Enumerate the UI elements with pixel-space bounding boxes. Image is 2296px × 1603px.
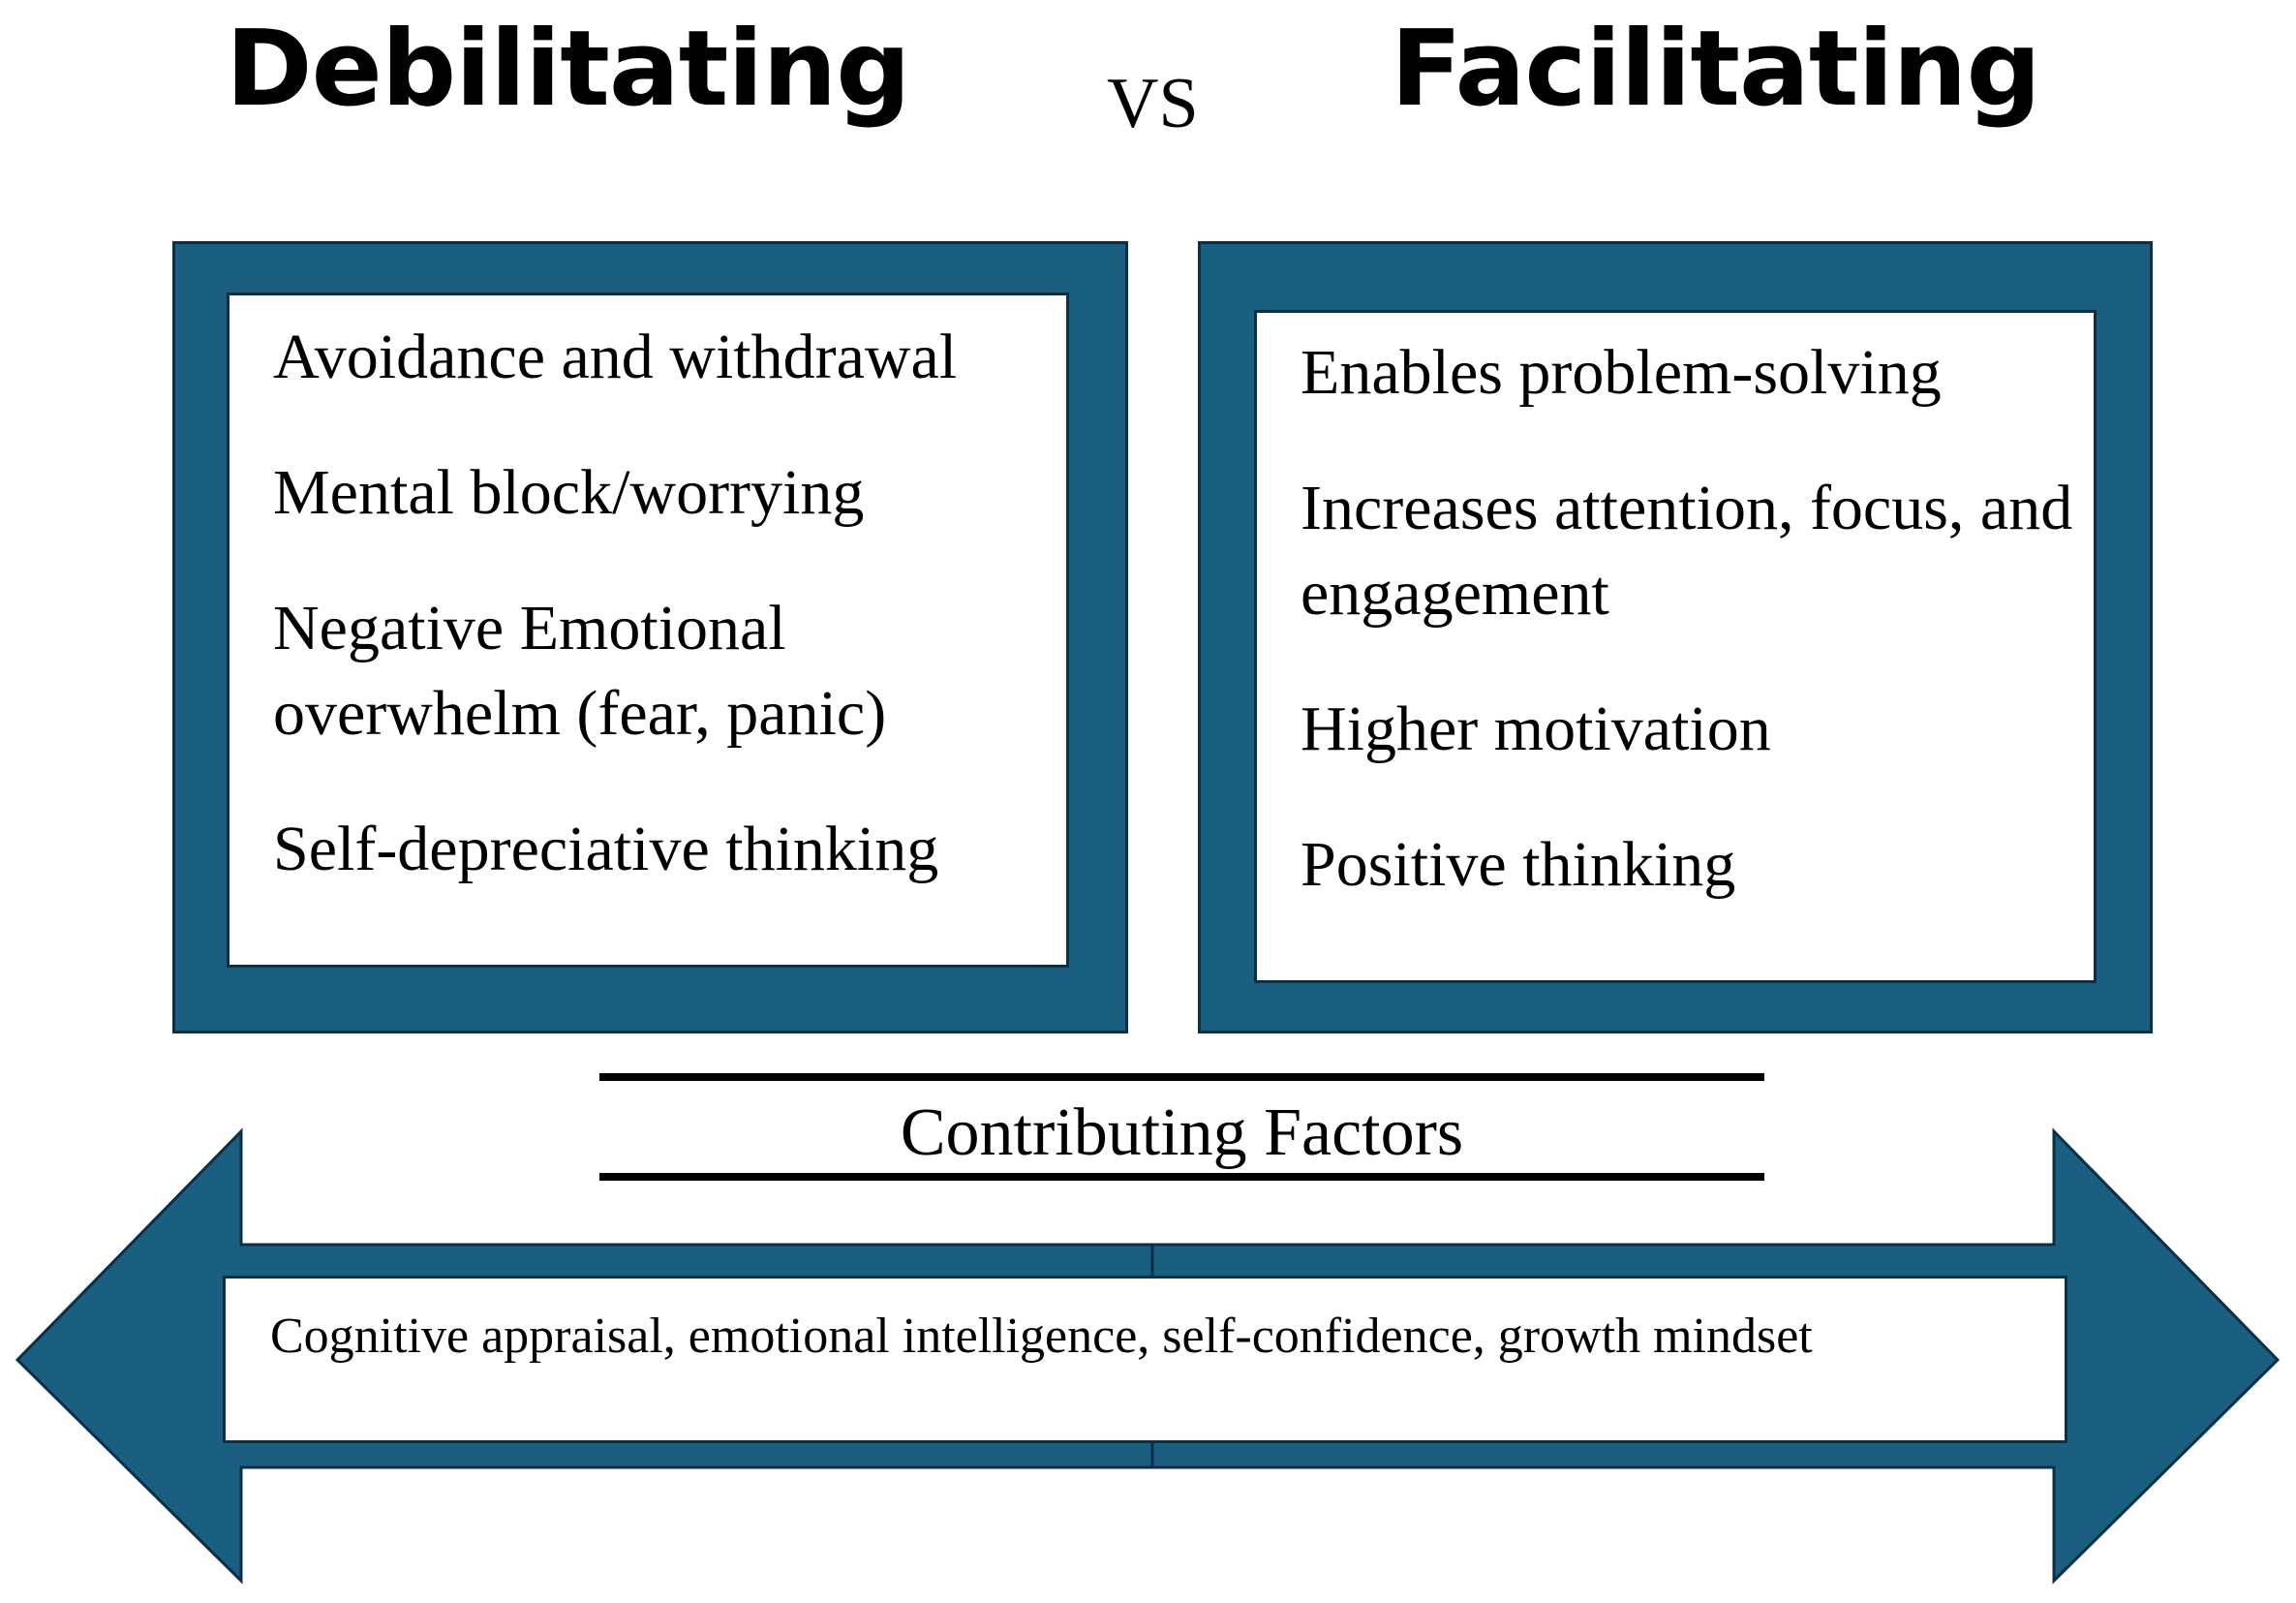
- facilitating-title: Facilitating: [1391, 9, 2041, 130]
- vs-label: VS: [1107, 64, 1199, 143]
- debilitating-item: Avoidance and withdrawal: [273, 322, 958, 392]
- debilitating-item: Mental block/worrying: [273, 457, 865, 528]
- debilitating-panel: Avoidance and withdrawal Mental block/wo…: [172, 241, 1128, 1033]
- facilitating-list-box: Enables problem-solving Increases attent…: [1254, 310, 2097, 983]
- debilitating-item: Self-depreciative thinking: [273, 814, 939, 884]
- facilitating-item: Increases attention, focus, and engageme…: [1301, 473, 2073, 629]
- facilitating-item: Positive thinking: [1301, 829, 1736, 900]
- factors-top-rule: [599, 1073, 1764, 1081]
- contributing-factors-title: Contributing Factors: [900, 1095, 1464, 1170]
- debilitating-list-box: Avoidance and withdrawal Mental block/wo…: [227, 293, 1069, 968]
- facilitating-list: Enables problem-solving Increases attent…: [1301, 330, 2074, 908]
- factors-bottom-rule: [599, 1173, 1764, 1181]
- facilitating-item: Higher motivation: [1301, 694, 1771, 764]
- debilitating-item: Negative Emotional overwhelm (fear, pani…: [273, 593, 887, 749]
- facilitating-panel: Enables problem-solving Increases attent…: [1198, 241, 2153, 1033]
- facilitating-item: Enables problem-solving: [1301, 337, 1942, 408]
- debilitating-title: Debilitating: [226, 9, 911, 130]
- factors-text-box: Cognitive appraisal, emotional intellige…: [223, 1276, 2067, 1443]
- debilitating-list: Avoidance and withdrawal Mental block/wo…: [273, 315, 1047, 892]
- factors-list-text: Cognitive appraisal, emotional intellige…: [270, 1309, 1813, 1364]
